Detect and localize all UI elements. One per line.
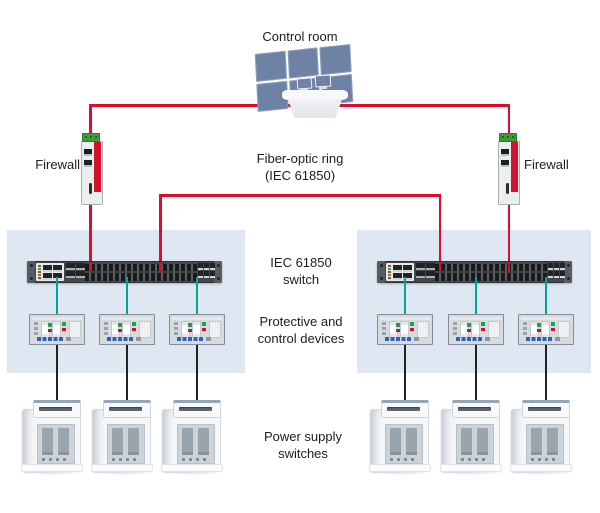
- fiber-ring-label: Fiber-optic ring (IEC 61850): [256, 151, 344, 183]
- fiber-plug: [507, 263, 510, 271]
- protection-relay-icon: [377, 314, 433, 345]
- fiber-ring-left-inner-link: [159, 194, 162, 264]
- power-supply-switch-icon: [506, 400, 576, 476]
- protection-relay-icon: [29, 314, 85, 345]
- power-link: [545, 342, 547, 404]
- power-link: [56, 342, 58, 404]
- fiber-plug: [159, 263, 162, 271]
- power-supply-switch-icon: [17, 400, 87, 476]
- fiber-ring-right-inner-link: [438, 194, 441, 264]
- ethernet-link: [125, 277, 128, 314]
- power-supply-switch-icon: [436, 400, 506, 476]
- power-link: [404, 342, 406, 404]
- devices-label: Protective and control devices: [257, 314, 345, 346]
- fiber-plug: [89, 263, 92, 271]
- firewall-right-icon: [497, 133, 520, 206]
- power-supply-switch-icon: [157, 400, 227, 476]
- ethernet-link: [544, 277, 547, 314]
- protection-relay-icon: [448, 314, 504, 345]
- power-link: [196, 342, 198, 404]
- protection-relay-icon: [169, 314, 225, 345]
- firewall-left-label: Firewall: [35, 157, 80, 172]
- desk-monitor-icon: [296, 77, 313, 90]
- iec61850-switch-right-icon: [377, 261, 572, 283]
- ethernet-link: [195, 277, 198, 314]
- firewall-right-label: Firewall: [524, 157, 569, 172]
- control-room-label: Control room: [262, 29, 338, 44]
- iec61850-switch-left-icon: [27, 261, 222, 283]
- firewall-left-icon: [80, 133, 103, 206]
- substation-panel-right: [357, 230, 591, 373]
- ethernet-link: [474, 277, 477, 314]
- switch-label: IEC 61850 switch: [270, 255, 332, 287]
- fiber-ring-inner-link: [159, 194, 441, 197]
- desk-monitor-icon: [314, 74, 332, 88]
- ethernet-link: [403, 277, 406, 314]
- power-label: Power supply switches: [263, 429, 343, 461]
- fiber-plug: [438, 263, 441, 271]
- protection-relay-icon: [99, 314, 155, 345]
- control-desk-icon: [282, 74, 348, 118]
- power-link: [475, 342, 477, 404]
- power-supply-switch-icon: [87, 400, 157, 476]
- ethernet-link: [55, 277, 58, 314]
- power-supply-switch-icon: [365, 400, 435, 476]
- protection-relay-icon: [518, 314, 574, 345]
- power-link: [126, 342, 128, 404]
